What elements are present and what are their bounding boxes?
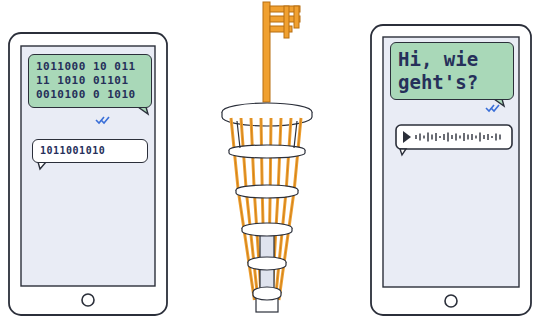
- waveform: [416, 133, 500, 142]
- wave-stroke: [483, 135, 484, 139]
- wave-stroke: [427, 133, 428, 142]
- bubble-tail: [494, 99, 504, 106]
- support-rod: [237, 121, 240, 148]
- wave-stroke: [499, 135, 500, 140]
- wave-stroke: [415, 135, 416, 139]
- wave-stroke: [495, 134, 496, 141]
- wave-stroke: [479, 133, 480, 142]
- play-icon: [403, 131, 411, 143]
- plate-rim: [248, 262, 286, 270]
- message-text: 1011000 10 011 11 1010 01101 0010100 0 1…: [36, 60, 144, 102]
- plate-rim: [236, 190, 298, 198]
- message-text: 1011001010: [40, 145, 140, 157]
- wave-stroke: [459, 136, 460, 139]
- wave-stroke: [475, 136, 476, 139]
- bubble-tail: [138, 107, 148, 114]
- message-bubble: 1011000 10 011 11 1010 01101 0010100 0 1…: [28, 54, 152, 108]
- read-ticks: [96, 117, 109, 123]
- home-button: [82, 294, 94, 306]
- wave-stroke: [451, 135, 452, 139]
- home-button: [445, 295, 457, 307]
- wave-stroke: [443, 134, 444, 140]
- plate-rim: [229, 150, 305, 158]
- wave-stroke: [435, 133, 436, 141]
- screen-right: [383, 37, 519, 287]
- read-ticks: [486, 105, 499, 111]
- wave-stroke: [423, 136, 424, 139]
- wave-stroke: [491, 136, 492, 138]
- message-text: Hi, wie geht's?: [398, 48, 506, 94]
- tablet-right: [371, 25, 531, 315]
- plate-rim: [253, 292, 281, 300]
- wave-stroke: [419, 134, 420, 141]
- wave-stroke: [463, 133, 464, 141]
- wave-stroke: [431, 135, 432, 140]
- bubble-tail: [38, 162, 46, 169]
- tablet-left: [9, 33, 167, 315]
- wave-stroke: [439, 136, 440, 138]
- screen-left: [21, 46, 155, 286]
- wave-stroke: [455, 134, 456, 141]
- wave-stroke: [467, 135, 468, 140]
- wave-stroke: [471, 134, 472, 140]
- audio-bubble: [396, 125, 512, 149]
- wave-stroke: [447, 133, 448, 142]
- support-rod: [294, 121, 297, 148]
- message-bubble: 1011001010: [32, 139, 148, 163]
- wave-stroke: [487, 134, 488, 140]
- key: [263, 2, 300, 102]
- message-bubble: Hi, wie geht's?: [390, 42, 514, 100]
- plate-rim: [242, 228, 292, 236]
- bubble-tail: [400, 149, 406, 155]
- quantum-computer: [222, 103, 312, 312]
